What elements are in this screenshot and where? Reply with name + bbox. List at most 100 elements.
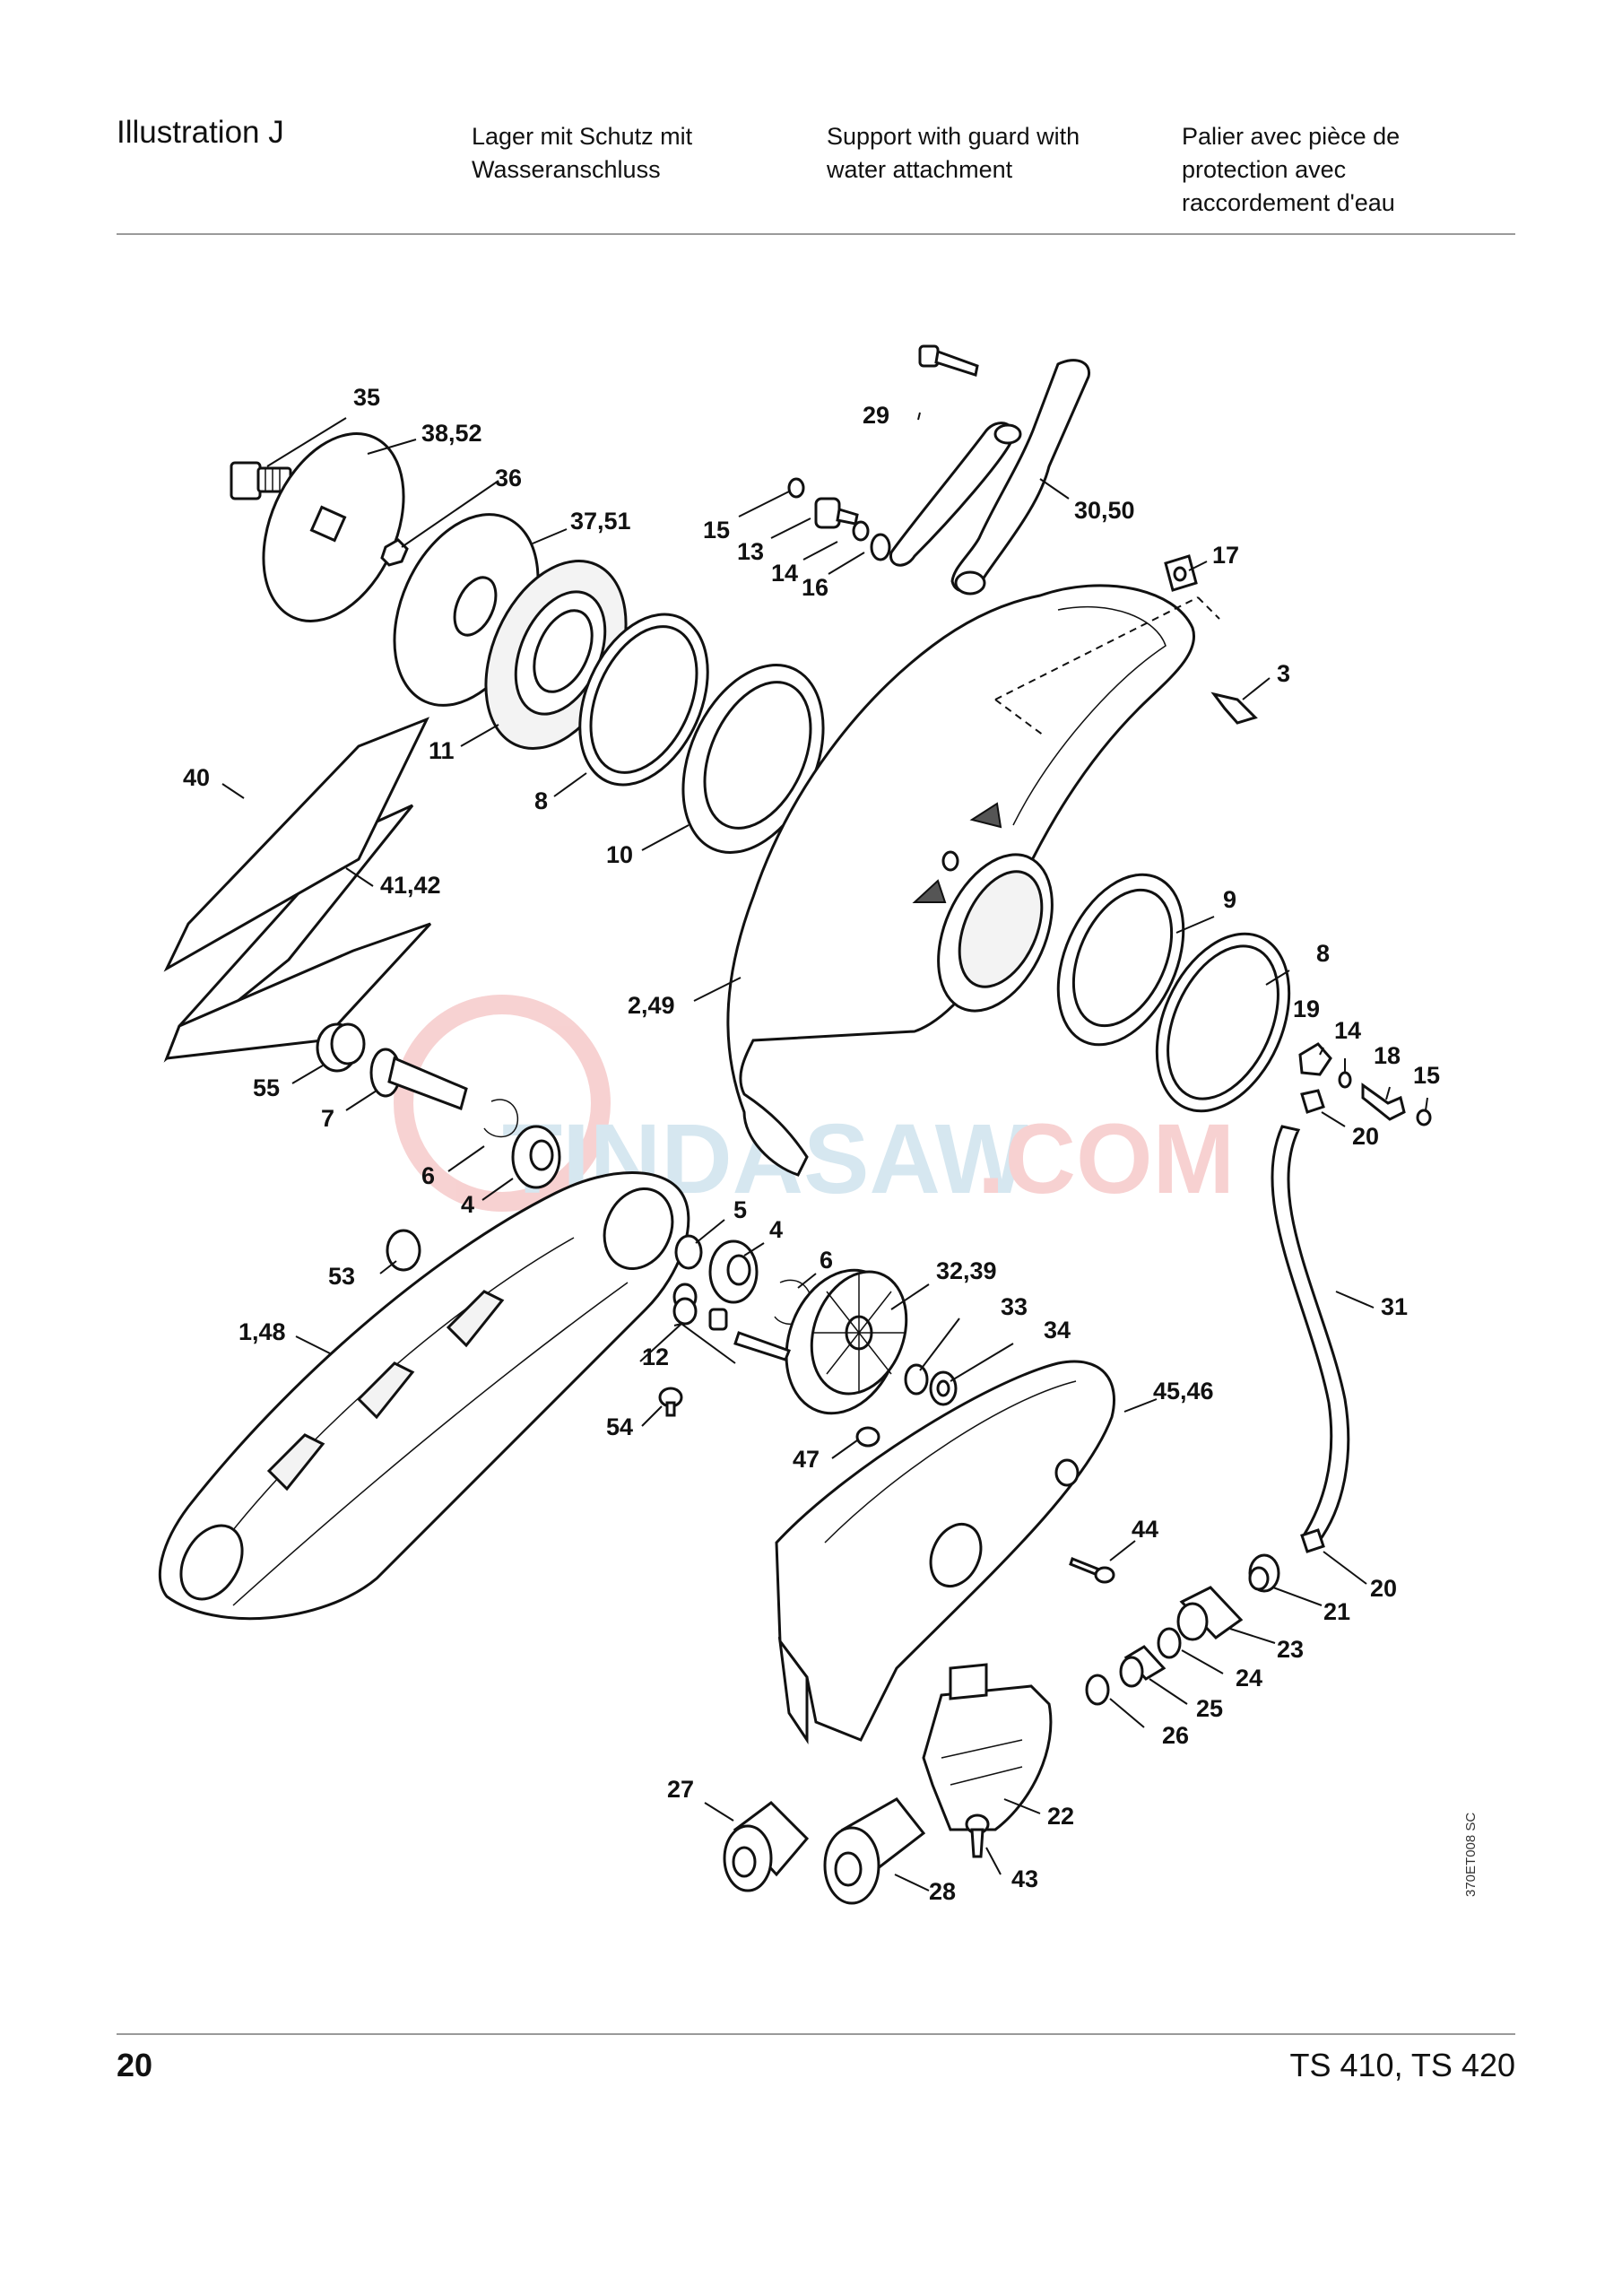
callout-3: 3 <box>1277 660 1290 687</box>
callout-13: 13 <box>737 538 764 565</box>
callout-29: 29 <box>863 402 889 429</box>
part-5-sleeve <box>674 1234 703 1270</box>
callout-4-upper: 4 <box>461 1191 474 1218</box>
title-french: Palier avec pièce de protection avec rac… <box>1182 120 1505 220</box>
part-47-screw <box>855 1426 880 1448</box>
callout-35: 35 <box>353 384 380 411</box>
part-12-screw-set <box>672 1283 791 1361</box>
drawing-reference-code: 370ET008 SC <box>1463 1812 1479 1897</box>
callout-41-42: 41,42 <box>380 872 441 899</box>
part-23-coupling <box>1176 1586 1244 1641</box>
part-45-46-belt-cover <box>775 1360 1115 1744</box>
callout-4-lower: 4 <box>769 1216 783 1243</box>
part-36-clip <box>380 538 409 567</box>
callout-8-upper: 8 <box>534 787 548 814</box>
callout-28: 28 <box>929 1878 956 1905</box>
part-25-nipple <box>1119 1645 1167 1688</box>
part-26-o-ring <box>1085 1674 1110 1706</box>
footer-divider <box>117 2033 1515 2035</box>
callout-31: 31 <box>1381 1293 1408 1320</box>
callout-37-51: 37,51 <box>570 508 631 535</box>
callout-38-52: 38,52 <box>421 420 482 447</box>
callout-30-50: 30,50 <box>1074 497 1135 524</box>
part-17-square-nut <box>1164 554 1198 592</box>
part-29-pin <box>918 344 979 377</box>
part-43-screw <box>965 1813 990 1858</box>
callout-40: 40 <box>183 764 210 791</box>
callout-55: 55 <box>253 1074 280 1101</box>
part-33-washer <box>904 1363 929 1396</box>
part-3-clip <box>1210 691 1258 725</box>
part-32-39-belt-pulley <box>785 1268 908 1415</box>
title-english: Support with guard with water attachment <box>827 120 1114 187</box>
part-31-water-hose <box>1271 1125 1350 1544</box>
model-name: TS 410, TS 420 <box>1289 2047 1516 2083</box>
title-german-line2: Wasseranschluss <box>472 156 661 183</box>
callout-17: 17 <box>1212 542 1239 569</box>
title-french-line3: raccordement d'eau <box>1182 189 1395 216</box>
part-1-48-bearing-housing <box>159 1171 690 1621</box>
title-german: Lager mit Schutz mit Wasseranschluss <box>472 120 759 187</box>
part-53-plug <box>386 1229 421 1272</box>
watermark-saw-icon <box>394 995 611 1212</box>
callout-1-48: 1,48 <box>239 1318 286 1345</box>
title-english-line1: Support with guard with <box>827 123 1080 150</box>
title-french-line1: Palier avec pièce de <box>1182 123 1401 150</box>
part-30-50-guard-arm <box>889 359 1091 596</box>
part-55-spacer <box>316 1022 366 1073</box>
part-7-spindle <box>369 1048 468 1110</box>
title-german-line1: Lager mit Schutz mit <box>472 123 693 150</box>
callout-53: 53 <box>328 1263 355 1290</box>
callout-25: 25 <box>1196 1695 1223 1722</box>
callout-24: 24 <box>1236 1665 1262 1692</box>
part-21-nut <box>1248 1553 1280 1593</box>
callout-23: 23 <box>1277 1636 1304 1663</box>
callout-10: 10 <box>606 841 633 868</box>
part-8-ring-upper <box>578 613 709 787</box>
callout-8-lower: 8 <box>1316 940 1330 967</box>
part-6-circlip-upper <box>483 1099 519 1138</box>
callout-47: 47 <box>793 1446 820 1473</box>
title-french-line2: protection avec <box>1182 156 1347 183</box>
callout-20-lower: 20 <box>1370 1575 1397 1602</box>
callout-21: 21 <box>1323 1598 1350 1625</box>
part-27-hose-coupling <box>723 1801 810 1892</box>
part-24-o-ring <box>1157 1627 1182 1659</box>
callout-9: 9 <box>1223 886 1236 913</box>
callout-27: 27 <box>667 1776 694 1803</box>
part-20-hose-connector-upper <box>1300 1089 1325 1114</box>
part-40-41-42-sticker <box>163 717 432 1063</box>
callout-5: 5 <box>733 1196 747 1223</box>
part-54-screw <box>658 1387 683 1417</box>
part-4-ball-bearing-upper <box>511 1125 561 1189</box>
part-34-nut <box>929 1370 958 1406</box>
callout-19: 19 <box>1293 996 1320 1022</box>
part-20-hose-connector-lower <box>1300 1528 1325 1553</box>
callout-33: 33 <box>1001 1293 1028 1320</box>
leader-lines <box>221 412 1428 1892</box>
illustration-title: Illustration J <box>117 115 284 150</box>
page-number: 20 <box>117 2047 153 2083</box>
callout-18: 18 <box>1374 1042 1401 1069</box>
callout-34: 34 <box>1044 1317 1071 1344</box>
part-35-bolt <box>230 461 292 500</box>
callout-20-upper: 20 <box>1352 1123 1379 1150</box>
callout-14-upper: 14 <box>771 560 798 587</box>
callout-36: 36 <box>495 465 522 491</box>
callout-26: 26 <box>1162 1722 1189 1749</box>
header-divider <box>117 233 1515 235</box>
part-44-screw <box>1069 1557 1115 1584</box>
callout-43: 43 <box>1011 1866 1038 1892</box>
callout-16: 16 <box>802 574 828 601</box>
watermark-text-2: .COM <box>977 1104 1235 1214</box>
callout-7: 7 <box>321 1105 334 1132</box>
part-2-49-blade-guard <box>726 584 1220 1177</box>
callout-45-46: 45,46 <box>1153 1378 1214 1405</box>
part-10-seal-ring <box>681 664 825 854</box>
part-8-ring-lower <box>1155 932 1291 1113</box>
callout-6-lower: 6 <box>820 1247 833 1274</box>
callout-2-49: 2,49 <box>628 992 675 1019</box>
part-22-holder <box>922 1663 1053 1831</box>
